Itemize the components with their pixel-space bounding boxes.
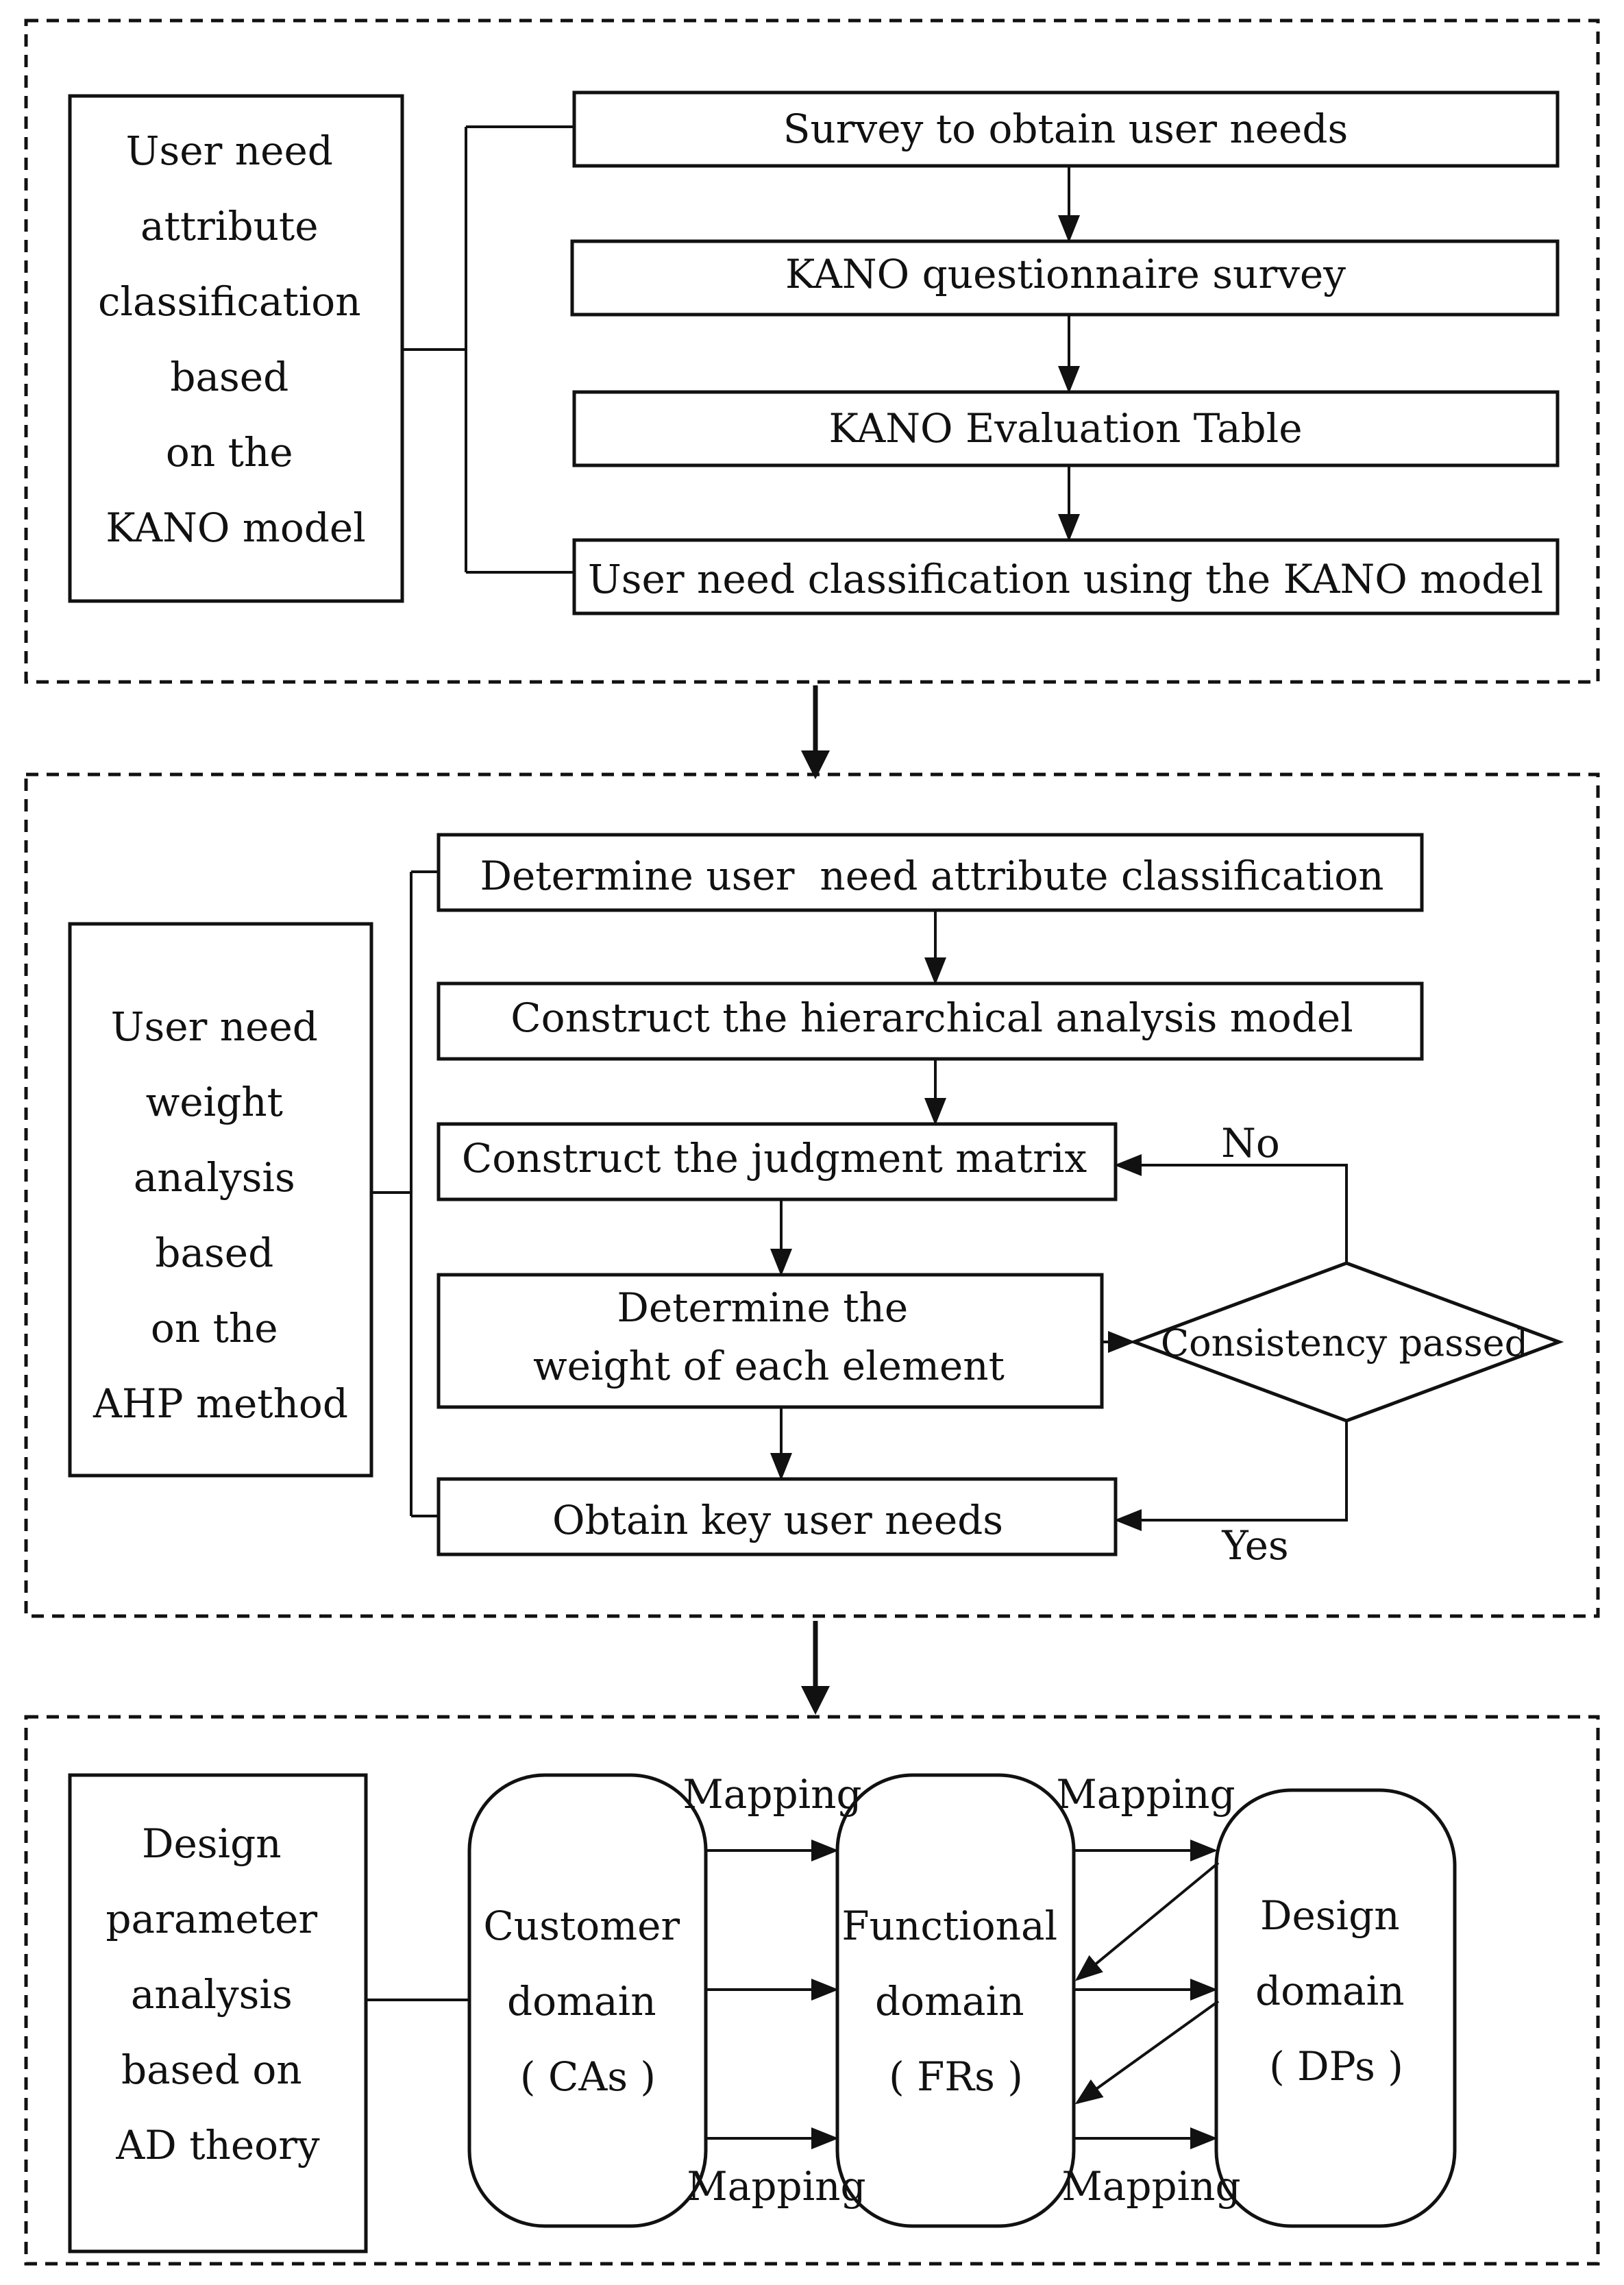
yes-label: Yes — [1221, 1522, 1288, 1569]
ad-label: Design parameter analysis based on AD th… — [106, 1820, 330, 2168]
functional-domain — [835, 1773, 1076, 2228]
mapping-label-bottom-left: Mapping — [687, 2163, 865, 2210]
kano-step-evaluation-table — [572, 390, 1560, 467]
customer-domain — [467, 1773, 708, 2228]
section-ahp: User need weight analysis based on the A… — [24, 772, 1600, 1618]
kano-label-box — [68, 94, 404, 603]
consistency-decision-label: Consistency passed — [1161, 1321, 1528, 1365]
ahp-label-box — [68, 922, 373, 1478]
dp-fr-mapping-lower-diagonal — [1074, 2000, 1220, 2105]
functional-domain-label: Functional domain ( FRs ) — [841, 1903, 1070, 2100]
ahp-bracket-connector — [371, 870, 439, 1517]
section-ad: Design parameter analysis based on AD th… — [24, 1715, 1600, 2266]
kano-label: User need attribute classification based… — [98, 127, 373, 551]
ahp-step-key-user-needs-label: Obtain key user needs — [552, 1497, 1003, 1543]
section-kano: User need attribute classification based… — [24, 19, 1600, 684]
mapping-label-top-right: Mapping — [1056, 1771, 1235, 1818]
no-label: No — [1221, 1120, 1280, 1166]
kano-step-survey — [572, 90, 1560, 168]
kano-step-survey-label: Survey to obtain user needs — [783, 106, 1349, 152]
kano-bracket-connector — [402, 125, 574, 574]
ahp-yes-arrow — [1114, 1421, 1348, 1531]
ahp-step-attribute-classification-label: Determine user need attribute classifica… — [480, 853, 1383, 899]
ahp-step-judgment-matrix — [436, 1122, 1118, 1201]
section-kano-panel — [24, 19, 1600, 684]
mapping-label-top-left: Mapping — [682, 1771, 861, 1818]
ahp-no-loop-arrow — [1114, 1154, 1348, 1263]
kano-step-classification-label: User need classification using the KANO … — [588, 556, 1543, 602]
ad-label-box — [68, 1773, 368, 2253]
ahp-step-attribute-classification — [436, 833, 1424, 912]
ahp-step-hierarchical-model-label: Construct the hierarchical analysis mode… — [510, 994, 1353, 1041]
ahp-label: User need weight analysis based on the A… — [93, 1003, 348, 1427]
dp-fr-mapping-upper-diagonal — [1074, 1861, 1220, 1981]
ahp-step-element-weights-label: Determine the weight of each element — [533, 1284, 1005, 1389]
design-domain-label: Design domain ( DPs ) — [1255, 1892, 1417, 2090]
design-domain — [1214, 1788, 1457, 2228]
section-ad-panel — [24, 1715, 1600, 2266]
kano-step-evaluation-table-label: KANO Evaluation Table — [828, 405, 1302, 452]
mapping-label-bottom-right: Mapping — [1061, 2163, 1240, 2210]
ahp-step-hierarchical-model — [436, 981, 1424, 1061]
section-ahp-panel — [24, 772, 1600, 1618]
kano-step-questionnaire-label: KANO questionnaire survey — [785, 251, 1346, 297]
ahp-step-judgment-matrix-label: Construct the judgment matrix — [462, 1135, 1087, 1182]
kano-step-questionnaire — [570, 239, 1560, 317]
customer-domain-label: Customer domain ( CAs ) — [483, 1903, 692, 2100]
kano-step-classification — [572, 538, 1560, 615]
